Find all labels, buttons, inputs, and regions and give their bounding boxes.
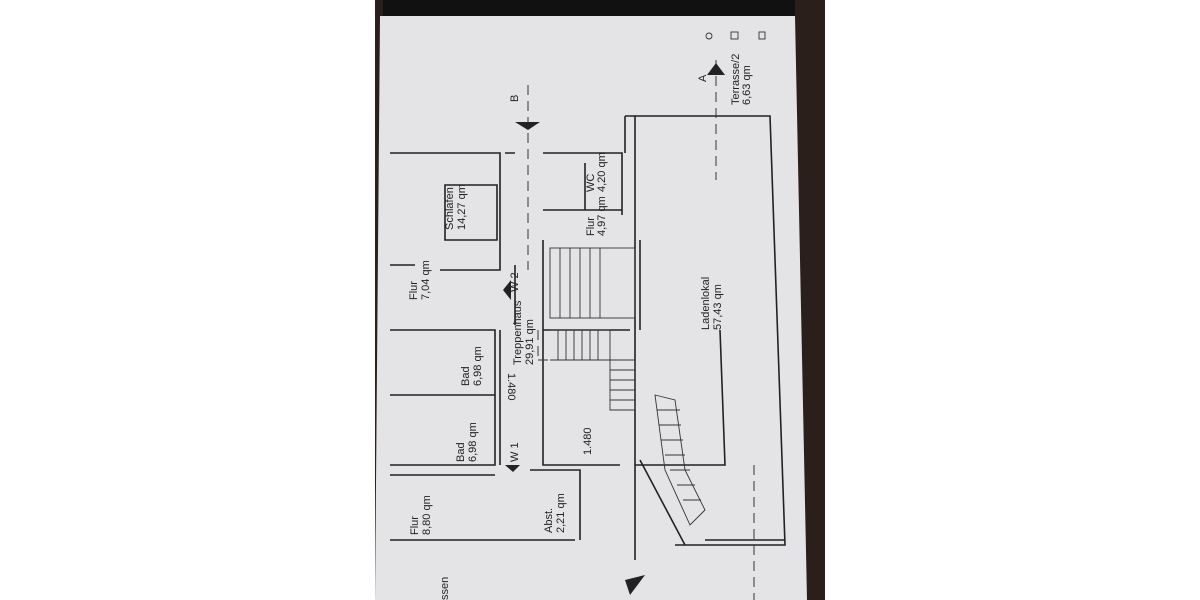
dashed-section-lines [527,60,755,600]
room-area: 29,91 qm [524,319,536,365]
corner-icons [705,31,766,40]
room-name: Treppenhaus [512,300,524,365]
page-icon [758,31,766,40]
room-name: WC [585,174,597,192]
room-area: 8,80 qm [421,495,433,535]
room-area: 6,98 qm [472,346,484,386]
section-arrow-bottom [625,575,645,595]
wall-arrow-w1 [505,465,520,472]
room-area: 4,20 qm [596,152,608,192]
section-mark-b: B [509,95,521,102]
room-name: ssen [439,577,451,600]
room-area: 6,98 qm [467,422,479,462]
room-area: 7,04 qm [420,260,432,300]
floor-plan-photo: Schlafen 14,27 qm Flur 7,04 qm WC 4,20 q… [375,0,825,600]
stairs [549,247,706,526]
room-name: Bad [455,442,467,462]
section-mark-a: A [697,74,709,82]
dimension-label: 1.480 [505,373,517,401]
note-icon [730,31,739,40]
section-arrow-a [707,63,725,75]
room-area: 6,63 qm [741,65,753,105]
room-name: Flur [408,281,420,300]
room-name: Abst. [543,508,555,533]
room-area: 4,97 qm [596,196,608,236]
room-area: 14,27 qm [456,184,468,230]
room-labels: Schlafen 14,27 qm Flur 7,04 qm WC 4,20 q… [408,54,753,600]
room-area: 2,21 qm [555,493,567,533]
room-name: Terrasse/2 [730,54,742,105]
marks: A B W 1 W 2 1.480 1.480 [505,74,709,462]
dimension-label: 1.480 [582,427,594,455]
wall-arrow-w2 [503,280,511,300]
link-icon [705,32,713,40]
wall-mark-w2: W 2 [509,272,521,292]
paper-top-shadow [383,0,795,16]
room-name: Schlafen [444,187,456,230]
room-name: Flur [585,217,597,236]
section-arrow-b [515,122,540,130]
room-area: 57,43 qm [712,284,724,330]
walls [390,115,786,560]
room-name: Flur [409,516,421,535]
paper-sheet [375,16,807,600]
wall-mark-w1: W 1 [509,442,521,462]
room-name: Bad [460,366,472,386]
room-name: Ladenlokal [700,277,712,330]
